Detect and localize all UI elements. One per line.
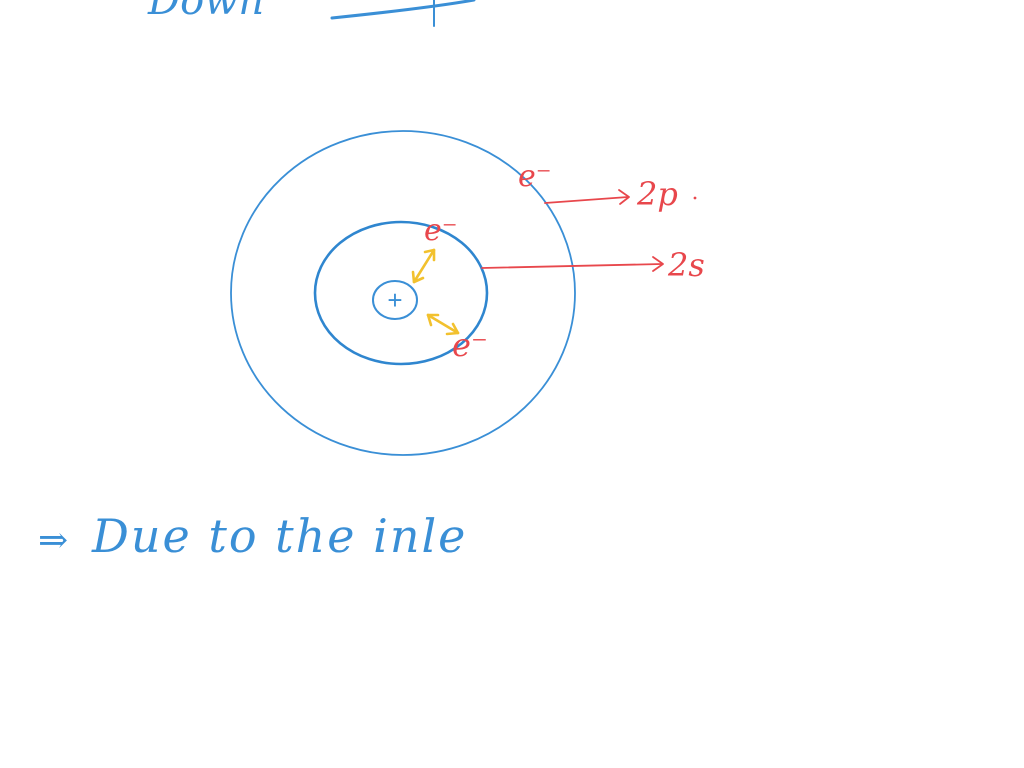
explanation-text: Due to the inle [91, 509, 467, 563]
explanation-line: ⇒ Due to the inle [38, 509, 467, 563]
upper-double-arrow [411, 248, 436, 284]
top-handwriting: Down [147, 0, 476, 27]
orbital-label-2p: 2p [636, 175, 678, 213]
pointer-to-2s [481, 256, 664, 272]
outer-electron-label: e⁻ [518, 159, 552, 194]
inner-electron-bottom-label: e⁻ [452, 326, 488, 364]
lower-double-arrow [426, 313, 460, 336]
nucleus-circle [372, 280, 418, 320]
top-underline-stroke [330, 0, 476, 20]
attraction-arrows [411, 248, 460, 336]
orbital-pointers [481, 189, 664, 272]
pointer-to-2p [544, 189, 630, 205]
orbital-label-2s: 2s [667, 246, 705, 284]
nucleus: + [372, 280, 418, 320]
inner-orbit [313, 220, 489, 366]
top-fragment-text: Down [147, 0, 264, 24]
nucleus-plus-sign: + [387, 285, 402, 315]
implies-arrow: ⇒ [38, 520, 68, 561]
orbital-label-dot [693, 196, 697, 200]
inner-electron-top-label: e⁻ [424, 213, 458, 248]
outer-orbit [230, 130, 576, 456]
